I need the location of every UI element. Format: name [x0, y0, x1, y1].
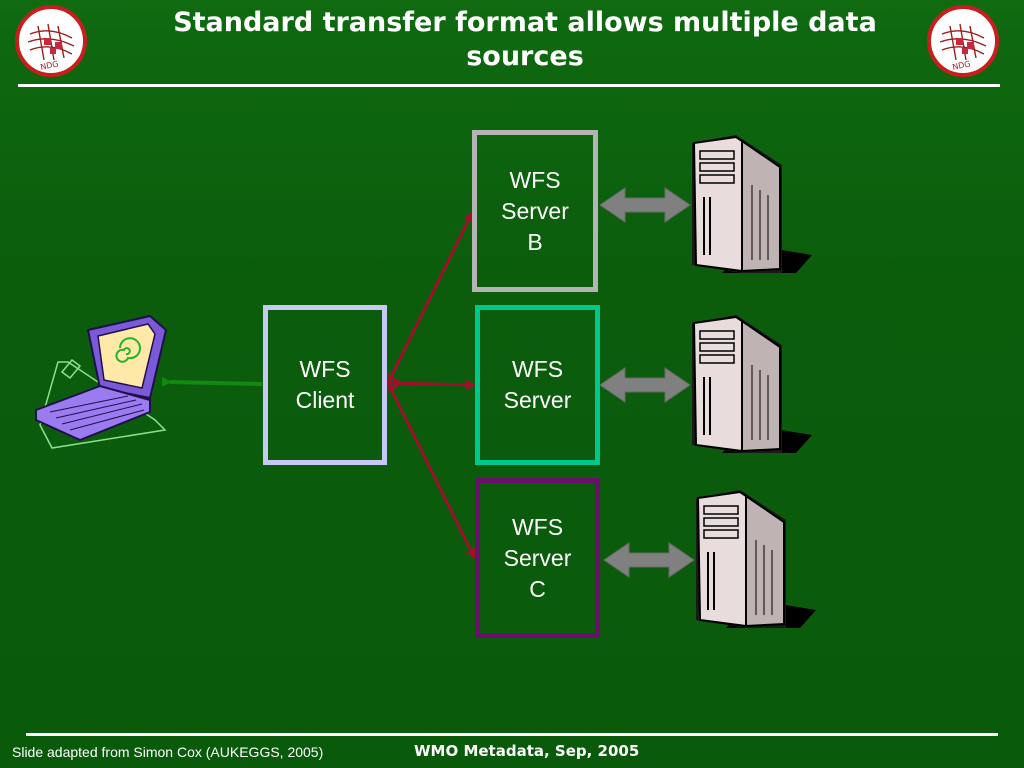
connector-to-server-c — [388, 383, 474, 557]
double-arrow-icon-c — [604, 543, 694, 577]
wfs-client-box: WFS Client — [263, 305, 387, 465]
server-tower-icon-b — [692, 135, 812, 273]
footer-event: WMO Metadata, Sep, 2005 — [414, 742, 639, 760]
wfs-server-c-label: WFS Server C — [504, 512, 572, 605]
wfs-server-b-label: WFS Server B — [501, 165, 569, 258]
connector-to-server-b — [388, 213, 472, 383]
wfs-server-box: WFS Server — [475, 305, 600, 465]
wfs-server-c-box: WFS Server C — [475, 478, 600, 638]
footer-divider — [26, 733, 998, 736]
server-tower-icon-a — [692, 315, 812, 453]
double-arrow-icon-b — [600, 188, 690, 222]
client-to-laptop-arrow — [170, 382, 262, 384]
client-server-connectors — [388, 213, 474, 557]
connector-to-server — [388, 383, 474, 385]
laptop-icon — [36, 316, 166, 448]
double-arrow-icon-a — [600, 368, 690, 402]
wfs-server-b-box: WFS Server B — [472, 130, 598, 292]
wfs-client-label: WFS Client — [296, 354, 355, 416]
server-tower-icon-c — [696, 490, 816, 628]
wfs-server-label: WFS Server — [504, 354, 572, 416]
footer-credit: Slide adapted from Simon Cox (AUKEGGS, 2… — [12, 744, 323, 760]
